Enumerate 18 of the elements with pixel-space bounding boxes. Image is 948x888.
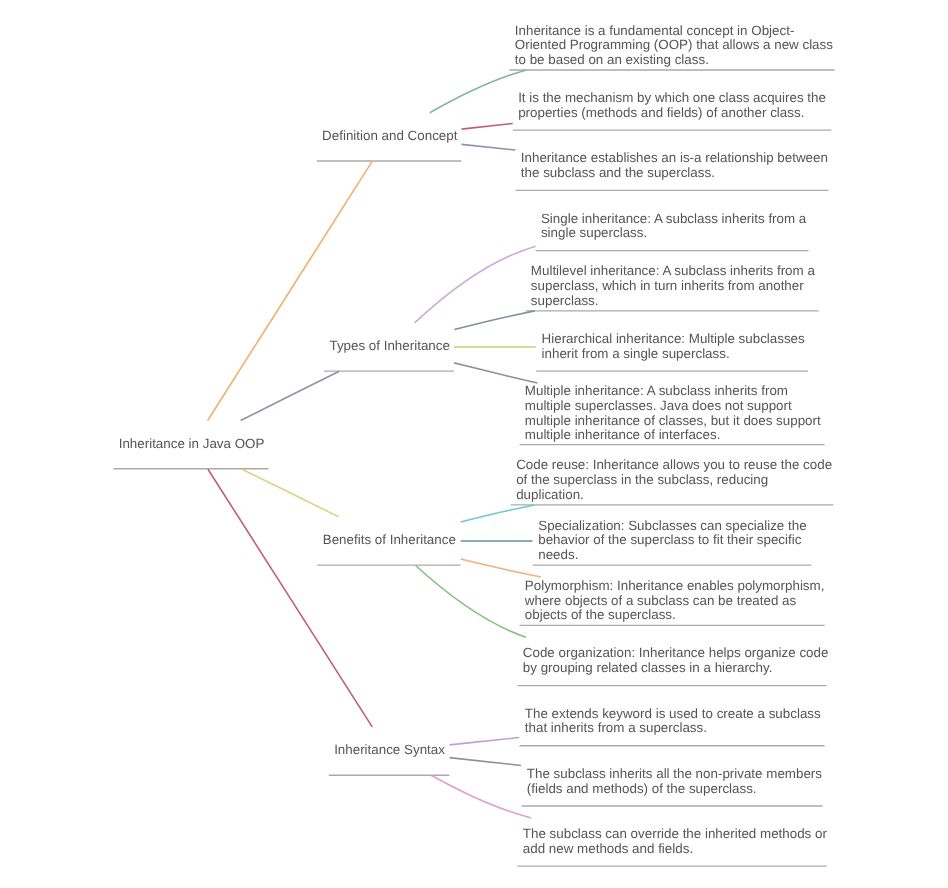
connector	[453, 346, 537, 348]
connector	[459, 540, 534, 542]
connector	[206, 160, 373, 422]
connector	[414, 564, 527, 639]
connector	[460, 122, 514, 130]
connector	[430, 774, 532, 819]
connector	[240, 468, 340, 518]
connector	[460, 143, 517, 151]
connector	[459, 558, 542, 578]
connector	[429, 69, 528, 114]
connector	[448, 756, 522, 767]
connector	[413, 245, 537, 324]
connector	[207, 468, 374, 728]
connector	[453, 310, 536, 331]
connector	[453, 362, 539, 384]
connector	[239, 370, 341, 422]
connector	[459, 504, 536, 523]
connector	[448, 736, 521, 746]
